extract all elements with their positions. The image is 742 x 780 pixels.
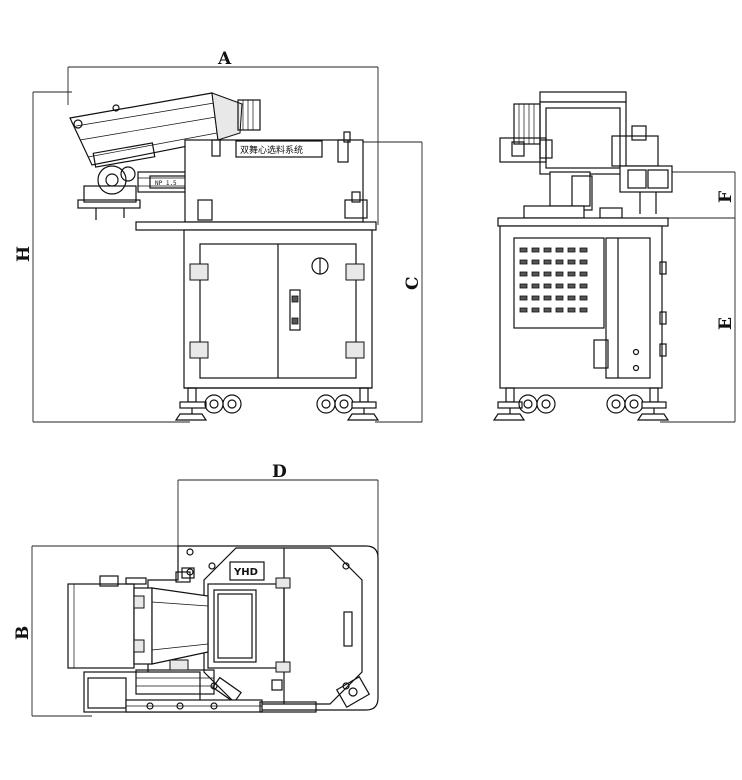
- front-lower-cabinet: [183, 229, 373, 389]
- top-logo-plate: [229, 561, 265, 581]
- top-linear-track: [83, 659, 317, 713]
- dimension-d-label: D: [272, 462, 287, 482]
- side-lower-cabinet: [499, 225, 667, 389]
- top-feeder-body: [207, 548, 371, 708]
- dimension-f: F: [672, 171, 736, 218]
- dimension-f-label: F: [716, 191, 736, 203]
- side-view: E F: [492, 91, 736, 423]
- dimension-a: A: [67, 49, 379, 225]
- front-table-top: [135, 221, 377, 231]
- dimension-b: B: [13, 545, 180, 717]
- dimension-d: D: [177, 462, 379, 560]
- front-hopper: [69, 92, 261, 168]
- dimension-c: C: [362, 141, 423, 423]
- side-vent-grid: [519, 247, 588, 313]
- side-table-top: [497, 217, 669, 227]
- front-motor: [77, 165, 141, 220]
- side-top-mechanism: [499, 91, 673, 219]
- top-view: D B YHD: [13, 462, 379, 717]
- top-logo: YHD: [233, 567, 258, 578]
- dimension-a-label: A: [217, 49, 232, 69]
- front-upper-cabinet: 双舞心选料系统: [184, 131, 368, 223]
- dimension-e: E: [660, 217, 736, 423]
- dimension-b-label: B: [13, 626, 33, 640]
- dimension-c-label: C: [403, 276, 423, 290]
- front-track-tag: NP 1.5: [155, 180, 177, 187]
- dimension-h-label: H: [14, 246, 34, 262]
- front-view: A H C: [14, 49, 423, 423]
- front-casters: [174, 387, 380, 421]
- front-panel-label: 双舞心选料系统: [240, 144, 303, 156]
- side-casters: [492, 387, 670, 421]
- dimension-h: H: [14, 91, 190, 423]
- dimension-e-label: E: [716, 317, 736, 330]
- top-hopper: [67, 571, 209, 669]
